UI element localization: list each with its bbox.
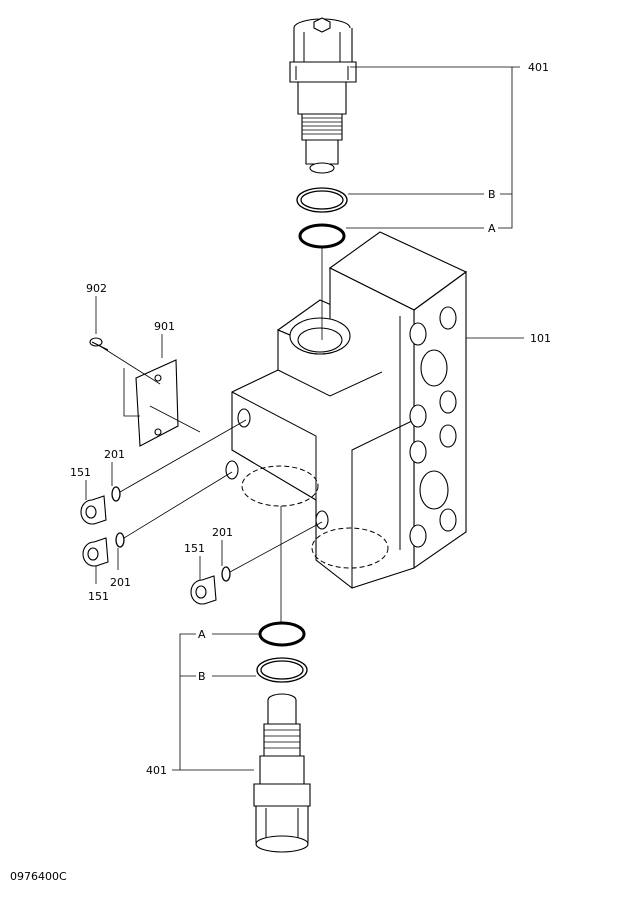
- label-bottom-ring-a: A: [198, 628, 206, 641]
- label-block: 101: [530, 332, 551, 345]
- label-top-ring-a: A: [488, 222, 496, 235]
- top-ring-b: [296, 187, 348, 213]
- bottom-ring-a: [258, 621, 306, 647]
- bottom-ring-b: [256, 657, 308, 683]
- label-plug-right: 151: [184, 542, 205, 555]
- drawing-code: 0976400C: [10, 870, 67, 883]
- label-top-valve: 401: [528, 61, 549, 74]
- leaders-small-parts: [85, 462, 223, 584]
- label-plate: 901: [154, 320, 175, 333]
- oring-middle-left: [115, 532, 125, 548]
- label-top-ring-b: B: [488, 188, 496, 201]
- label-bottom-ring-b: B: [198, 670, 206, 683]
- label-plug-left-top: 151: [70, 466, 91, 479]
- name-plate: [135, 359, 201, 447]
- drive-screw: [89, 337, 161, 385]
- oring-upper-left: [111, 486, 121, 502]
- valve-block: [225, 231, 468, 589]
- plug-right: [190, 575, 217, 605]
- bottom-relief-valve: [253, 693, 311, 853]
- label-oring-left-mid: 201: [110, 576, 131, 589]
- leader-top-valve: [346, 66, 520, 229]
- oring-right: [221, 566, 231, 582]
- label-oring-left-top: 201: [104, 448, 125, 461]
- label-bottom-valve: 401: [146, 764, 167, 777]
- leader-plate: [123, 334, 163, 417]
- label-oring-right: 201: [212, 526, 233, 539]
- top-ring-a: [298, 223, 346, 249]
- top-relief-valve: [289, 17, 357, 174]
- label-plug-left-mid: 151: [88, 590, 109, 603]
- label-screw: 902: [86, 282, 107, 295]
- plug-upper-left: [80, 495, 107, 525]
- plug-middle-left: [82, 537, 109, 567]
- leader-bottom-valve: [172, 633, 260, 771]
